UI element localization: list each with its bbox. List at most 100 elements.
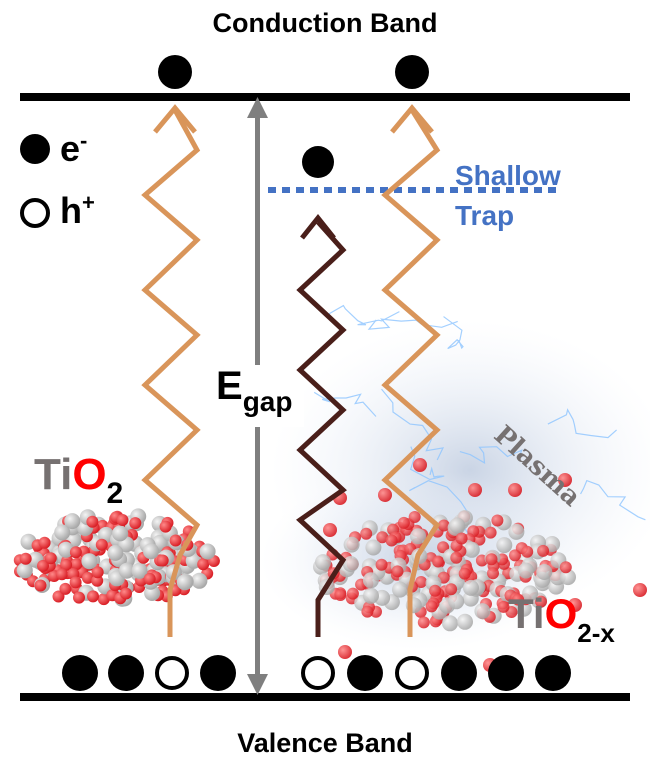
oxygen-atom	[334, 589, 347, 601]
oxygen-atom	[633, 583, 647, 597]
titanium-atom	[463, 541, 480, 558]
oxygen-atom	[509, 549, 521, 562]
lightning-bolt	[409, 446, 445, 481]
titanium-atom	[508, 523, 525, 540]
oxygen-atom	[491, 514, 504, 527]
titanium-atom	[342, 556, 359, 572]
valence-electron	[347, 655, 383, 691]
oxygen-atom	[487, 567, 499, 580]
titanium-atom	[496, 537, 513, 554]
titanium-atom	[410, 528, 427, 545]
titanium-atom	[118, 562, 135, 579]
electron-trapped	[302, 146, 334, 178]
electron-symbol: e	[60, 128, 81, 169]
lightning-bolt	[367, 318, 458, 330]
legend-hole-label: h+	[60, 190, 95, 232]
crystal-clusters	[13, 458, 647, 672]
valence-electron	[441, 655, 477, 691]
titanium-atom	[365, 539, 382, 556]
oxygen-atom	[559, 561, 572, 574]
oxygen-atom	[485, 553, 498, 566]
lightning-bolt	[381, 388, 445, 461]
oxygen-atom	[44, 552, 57, 565]
excitation-path-left	[141, 108, 201, 637]
oxygen-atom	[375, 558, 388, 571]
valence-hole	[155, 656, 189, 690]
oxygen-atom	[415, 576, 428, 588]
titanium-atom	[474, 603, 491, 620]
electron-conduction-1	[158, 55, 192, 89]
valence-band-title: Valence Band	[237, 728, 413, 758]
titanium-atom	[54, 524, 71, 541]
oxygen-atom	[535, 595, 547, 608]
band-gap-label: Egap	[216, 364, 292, 417]
tio2-label: TiO2	[34, 450, 123, 510]
titanium-atom	[536, 564, 553, 580]
o-text: O	[544, 590, 578, 637]
oxygen-atom	[70, 558, 83, 571]
oxygen-atom	[455, 532, 468, 545]
titanium-atom	[176, 574, 193, 591]
legend-hole-icon	[20, 198, 50, 228]
oxygen-atom	[417, 616, 430, 629]
conduction-band-title: Conduction Band	[212, 8, 438, 38]
ti-text: Ti	[34, 450, 73, 499]
valence-electron	[108, 655, 144, 691]
titanium-atom	[191, 572, 208, 589]
lightning-bolt	[409, 480, 469, 534]
valence-hole	[395, 656, 429, 690]
titanium-atom	[448, 593, 465, 610]
oxygen-atom	[484, 526, 497, 539]
titanium-atom	[522, 585, 539, 602]
titanium-atom	[107, 544, 124, 561]
oxygen-atom	[497, 600, 510, 613]
oxygen-atom	[159, 520, 172, 533]
oxygen-atom	[73, 591, 85, 604]
oxygen-atom	[69, 546, 82, 559]
valence-electron	[62, 655, 98, 691]
oxygen-atom	[437, 519, 450, 532]
oxygen-atom	[37, 559, 49, 572]
oxygen-atom	[508, 483, 522, 497]
arrowhead-right	[390, 104, 434, 134]
oxygen-atom	[376, 531, 389, 544]
titanium-atom	[131, 562, 148, 579]
arrowhead-left	[153, 104, 197, 134]
valence-electron	[535, 655, 571, 691]
lightning-bolt	[580, 479, 646, 521]
oxygen-atom	[397, 516, 410, 529]
titanium-atom	[143, 543, 159, 560]
excitation-path-right	[381, 108, 441, 637]
legend-electron-label: e-	[60, 128, 87, 170]
titanium-atom	[463, 579, 479, 596]
oxygen-atom	[445, 583, 458, 596]
oxygen-atom	[86, 515, 99, 528]
oxygen-atom	[391, 565, 404, 578]
arrowhead-trap	[300, 213, 336, 240]
oxygen-atom	[95, 538, 108, 551]
titanium-atom	[560, 569, 576, 586]
titanium-atom	[199, 543, 216, 560]
oxygen-atom	[19, 552, 32, 565]
oxygen-atom	[458, 567, 471, 580]
titanium-atom	[58, 541, 74, 558]
tio2-x-label: TiO2-x	[508, 590, 615, 648]
titanium-atom	[112, 525, 129, 542]
oxygen-atom	[361, 605, 374, 618]
oxygen-atom	[512, 593, 525, 606]
band-gap-symbol: E	[216, 364, 243, 408]
titanium-atom	[81, 553, 98, 570]
oxygen-atom	[87, 590, 99, 603]
lightning-bolt	[443, 316, 464, 350]
trap-label-line1: Shallow	[455, 160, 561, 191]
o-text: O	[72, 450, 107, 499]
valence-electron	[488, 655, 524, 691]
oxygen-atom	[338, 645, 352, 659]
oxygen-atom	[323, 523, 337, 537]
titanium-atom	[457, 613, 473, 630]
titanium-atom	[64, 513, 81, 530]
oxygen-atom	[55, 568, 68, 581]
oxygen-atom	[38, 536, 51, 549]
